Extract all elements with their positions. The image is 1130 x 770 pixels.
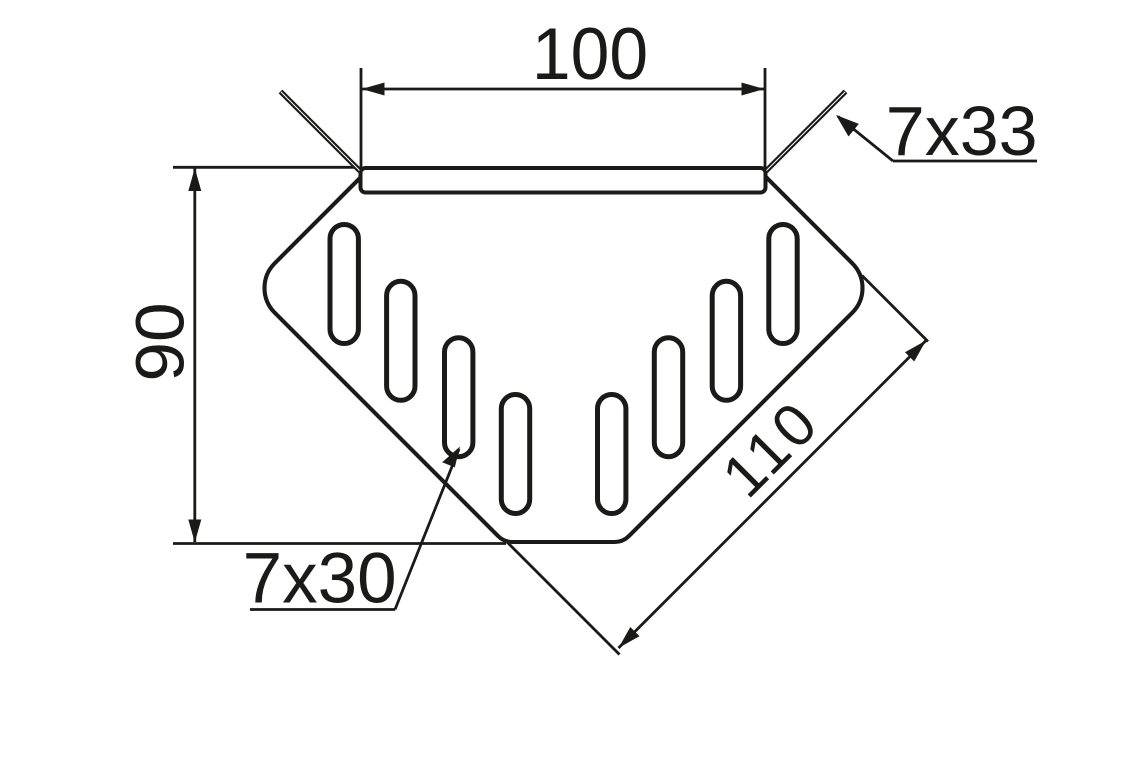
svg-text:7x33: 7x33 — [886, 92, 1038, 170]
svg-text:7x30: 7x30 — [243, 540, 397, 619]
svg-text:90: 90 — [122, 302, 199, 381]
svg-text:100: 100 — [532, 13, 648, 95]
